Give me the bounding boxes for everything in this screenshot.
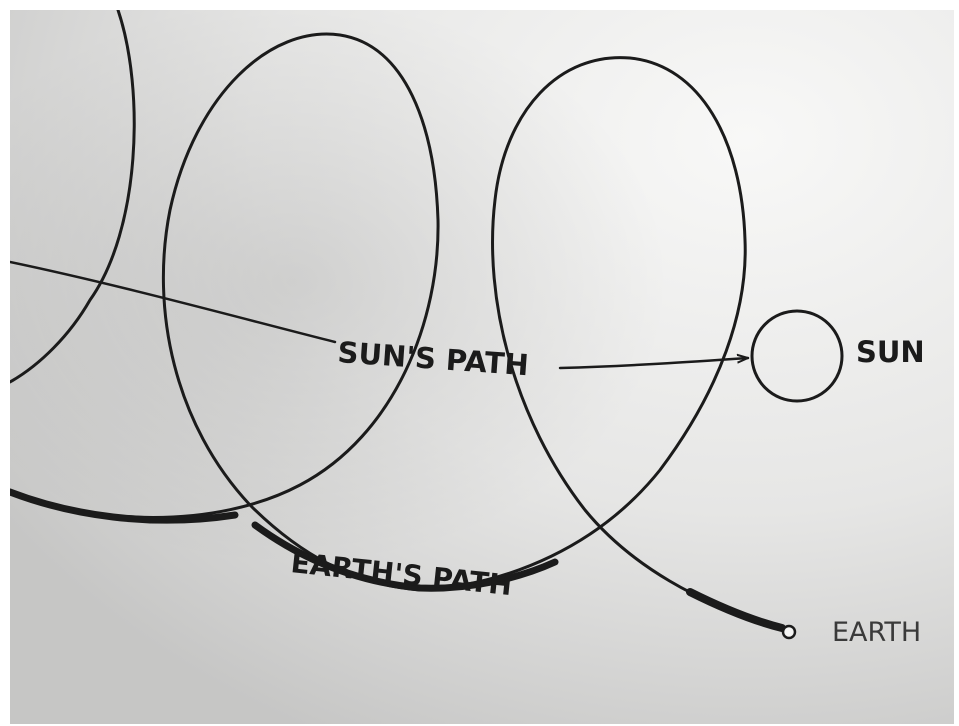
earth-label: EARTH bbox=[832, 617, 921, 648]
earth-circle bbox=[783, 626, 795, 638]
sun-label: SUN bbox=[856, 335, 925, 369]
